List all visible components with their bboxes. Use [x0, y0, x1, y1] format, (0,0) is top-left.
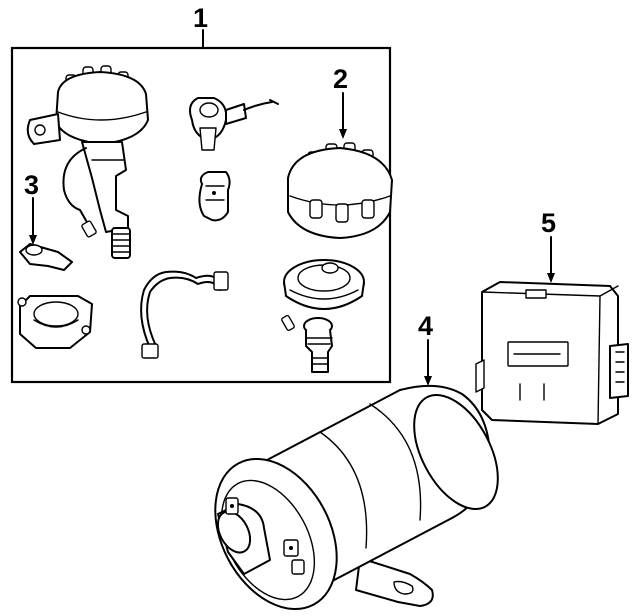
callout-5: 5 [541, 208, 556, 238]
rotor-shield [283, 259, 365, 310]
pin-and-gear [281, 314, 333, 373]
assembly-group-box [10, 46, 392, 384]
callout-3: 3 [24, 170, 39, 200]
callout-4: 4 [418, 311, 433, 341]
distributor-cap [287, 142, 393, 239]
pickup-clip [198, 171, 231, 222]
ignition-coil [214, 384, 499, 611]
distributor-assembly [26, 65, 149, 259]
pickup-base [17, 295, 93, 349]
vacuum-advance [189, 97, 279, 151]
callout-1: 1 [193, 3, 208, 33]
wiring-harness [140, 270, 229, 359]
rotor [19, 243, 73, 271]
control-module [475, 281, 629, 425]
callout-2: 2 [333, 64, 348, 94]
